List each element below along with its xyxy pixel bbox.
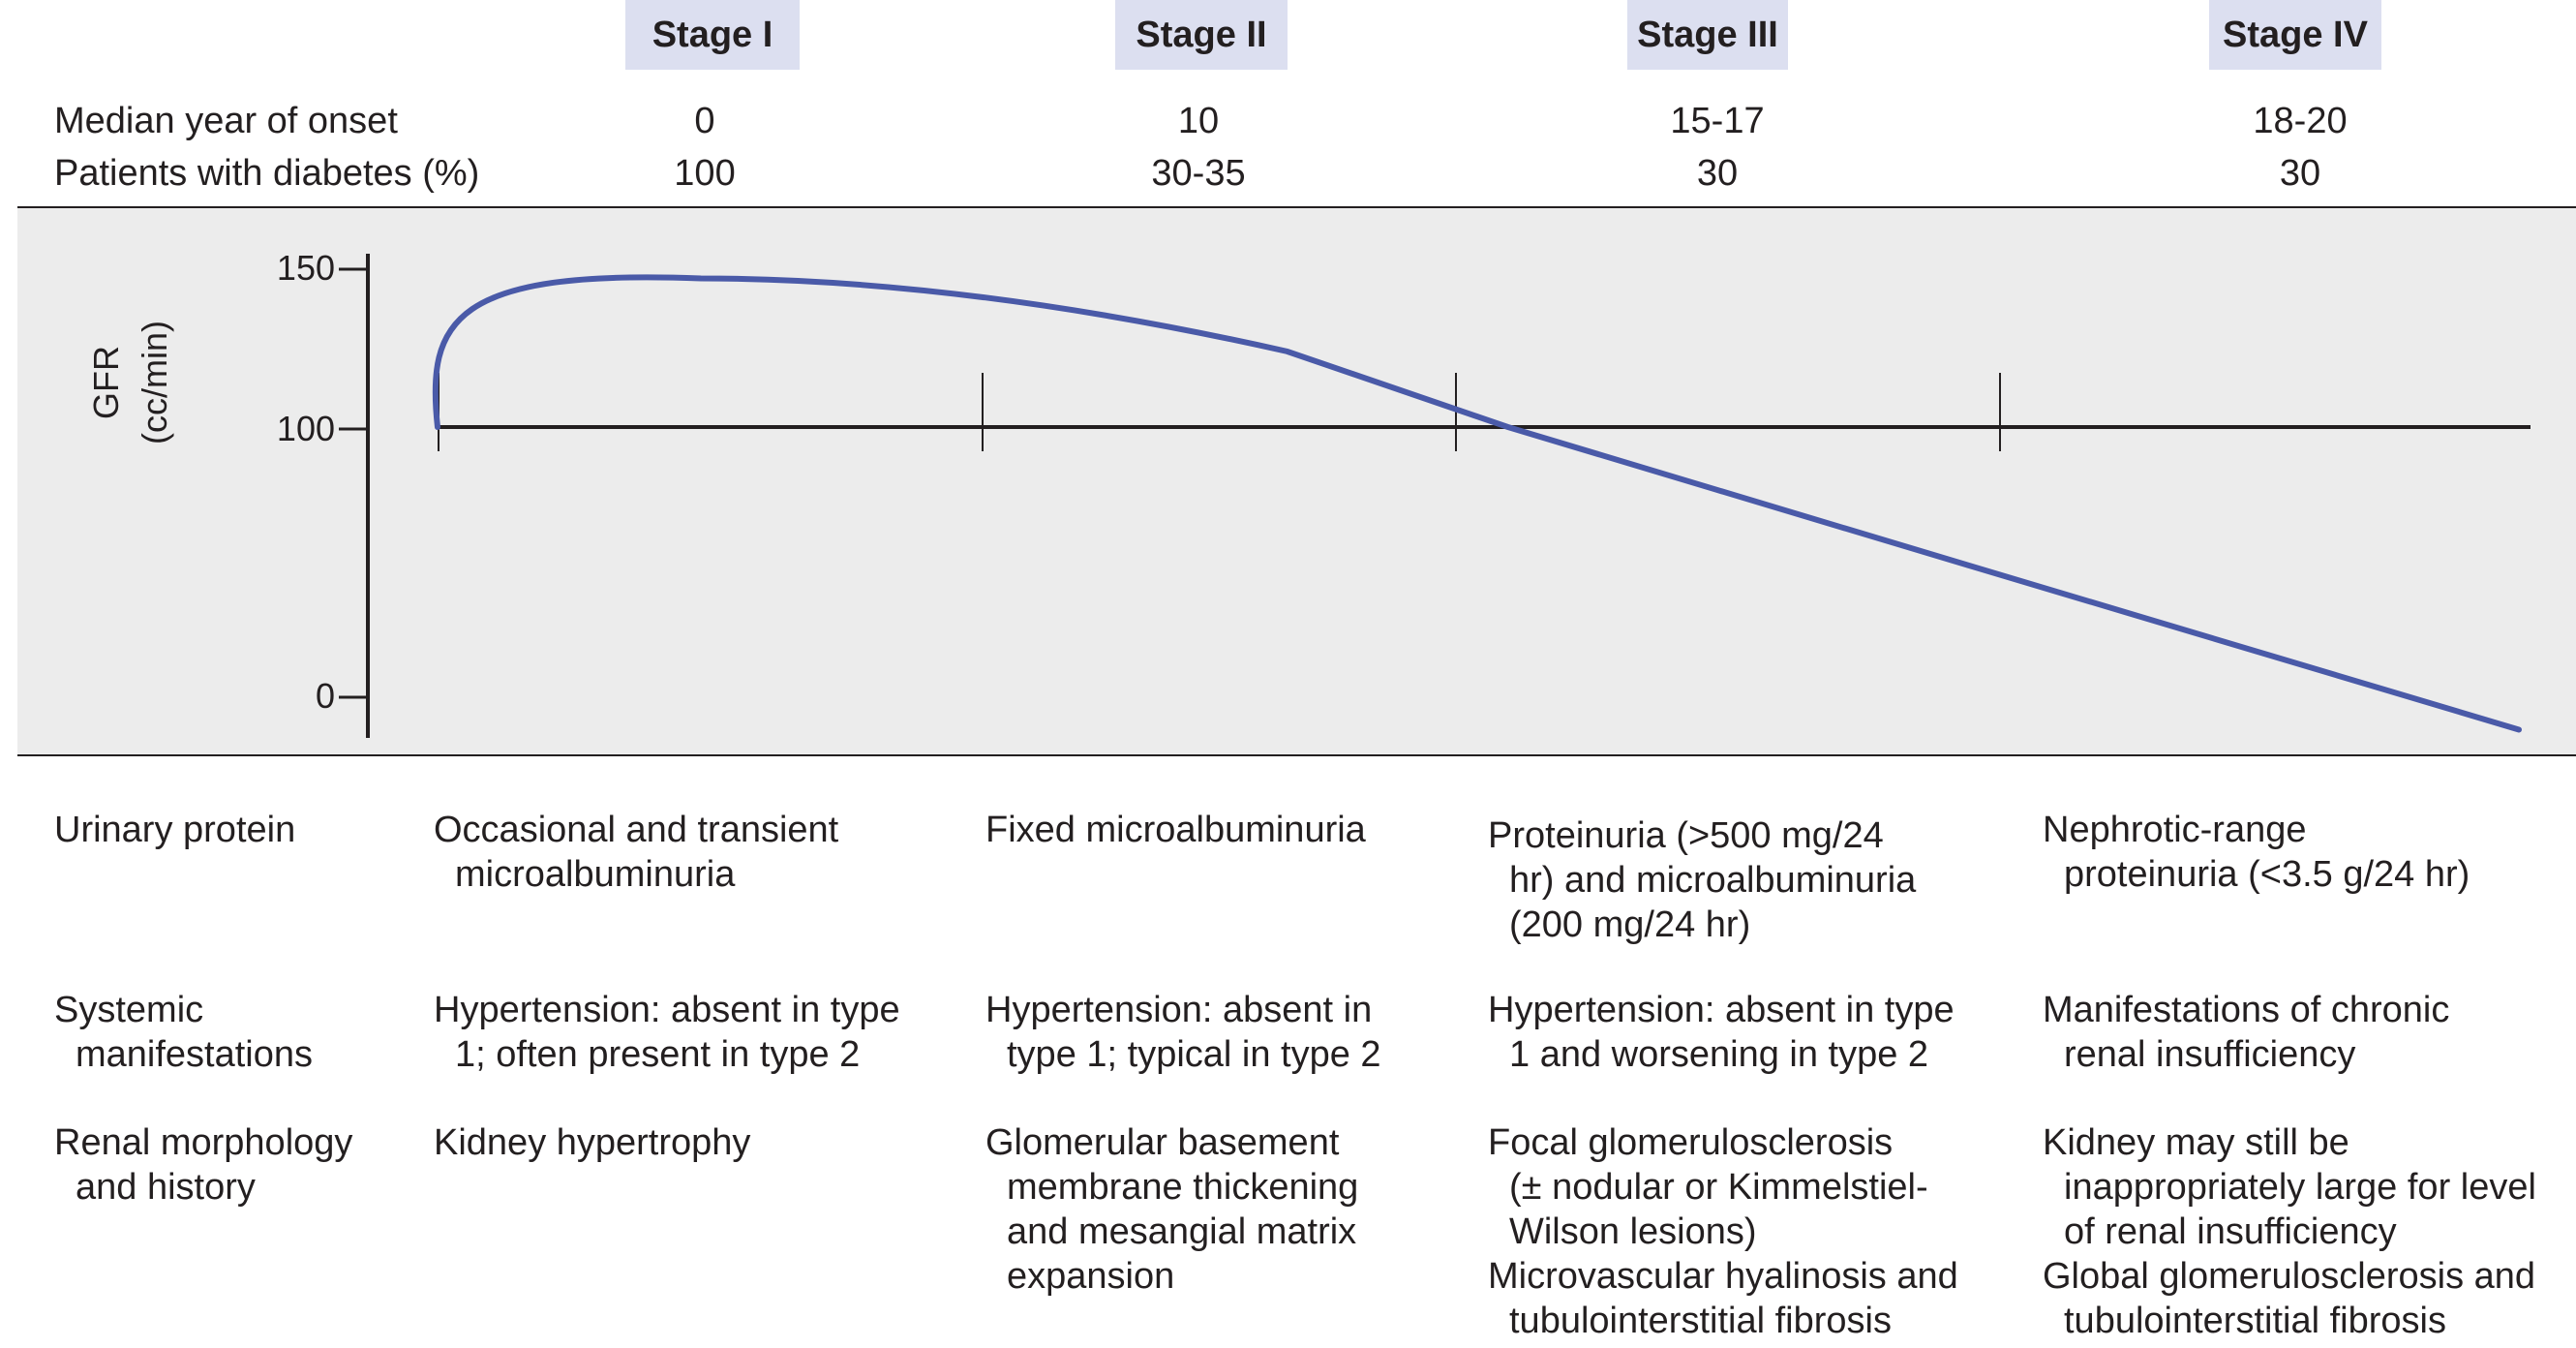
label-line: manifestations (76, 1034, 314, 1075)
cell-line: Hypertension: absent in type (434, 990, 900, 1030)
diabetes-stage-1: 100 (674, 153, 736, 194)
stage-4-header: Stage IV (2209, 0, 2381, 70)
label-line: and history (76, 1167, 256, 1208)
label-line: Renal morphology (54, 1122, 353, 1163)
cell-line: Kidney hypertrophy (434, 1122, 751, 1163)
stage-2-header: Stage II (1115, 0, 1288, 70)
cell-line: renal insufficiency (2064, 1034, 2356, 1075)
row-label-systemic: Systemic manifestations (54, 988, 313, 1077)
urinary-protein-stage-2: Fixed microalbuminuria (985, 808, 1366, 852)
cell-line: inappropriately large for level (2064, 1167, 2536, 1208)
cell-line: type 1; typical in type 2 (1007, 1034, 1381, 1075)
gfr-curve (432, 274, 2522, 733)
cell-line: (200 mg/24 hr) (1509, 904, 1751, 945)
systemic-stage-4: Manifestations of chronic renal insuffic… (2043, 988, 2449, 1077)
row-label-renal-morphology: Renal morphology and history (54, 1120, 352, 1210)
urinary-protein-stage-4: Nephrotic-range proteinuria (<3.5 g/24 h… (2043, 808, 2470, 897)
cell-line: Wilson lesions) (1509, 1211, 1757, 1252)
urinary-protein-stage-3: Proteinuria (>500 mg/24 hr) and microalb… (1488, 813, 1916, 947)
stage-1-header: Stage I (625, 0, 800, 70)
cell-line: Global glomerulosclerosis and (2043, 1256, 2536, 1297)
y-tick-label-150: 150 (276, 248, 335, 288)
systemic-stage-1: Hypertension: absent in type 1; often pr… (434, 988, 900, 1077)
bottom-rule (17, 754, 2576, 756)
systemic-stage-3: Hypertension: absent in type 1 and worse… (1488, 988, 1955, 1077)
onset-stage-1: 0 (694, 101, 715, 141)
onset-stage-3: 15-17 (1670, 101, 1765, 141)
diabetes-stage-2: 30-35 (1151, 153, 1246, 194)
cell-line: Fixed microalbuminuria (985, 810, 1366, 850)
cell-line: membrane thickening (1007, 1167, 1359, 1208)
urinary-protein-stage-1: Occasional and transient microalbuminuri… (434, 808, 838, 897)
label-line: Systemic (54, 990, 204, 1030)
systemic-stage-2: Hypertension: absent in type 1; typical … (985, 988, 1381, 1077)
morphology-stage-4: Kidney may still be inappropriately larg… (2043, 1120, 2536, 1343)
morphology-stage-2: Glomerular basement membrane thickening … (985, 1120, 1358, 1299)
cell-line: Microvascular hyalinosis and (1488, 1256, 1958, 1297)
top-rule (17, 206, 2576, 208)
row-label-diabetes: Patients with diabetes (%) (54, 153, 480, 194)
onset-stage-2: 10 (1177, 101, 1220, 141)
y-tick-label-0: 0 (315, 676, 335, 716)
morphology-stage-1: Kidney hypertrophy (434, 1120, 750, 1165)
cell-line: Focal glomerulosclerosis (1488, 1122, 1894, 1163)
onset-stage-4: 18-20 (2253, 101, 2348, 141)
stage-3-header: Stage III (1627, 0, 1788, 70)
cell-line: hr) and microalbuminuria (1509, 860, 1917, 901)
cell-line: Manifestations of chronic (2043, 990, 2450, 1030)
chart-background (17, 207, 2576, 755)
cell-line: and mesangial matrix (1007, 1211, 1357, 1252)
cell-line: Hypertension: absent in type (1488, 990, 1955, 1030)
label-line: Urinary protein (54, 810, 296, 850)
cell-line: 1 and worsening in type 2 (1509, 1034, 1929, 1075)
row-label-urinary-protein: Urinary protein (54, 808, 295, 852)
cell-line: Occasional and transient (434, 810, 839, 850)
cell-line: 1; often present in type 2 (455, 1034, 861, 1075)
cell-line: Nephrotic-range (2043, 810, 2307, 850)
diabetes-stage-4: 30 (2279, 153, 2321, 194)
cell-line: Glomerular basement (985, 1122, 1340, 1163)
cell-line: Kidney may still be (2043, 1122, 2349, 1163)
cell-line: (± nodular or Kimmelstiel- (1509, 1167, 1928, 1208)
cell-line: proteinuria (<3.5 g/24 hr) (2064, 854, 2470, 895)
y-tick-label-100: 100 (276, 409, 335, 448)
cell-line: of renal insufficiency (2064, 1211, 2397, 1252)
cell-line: tubulointerstitial fibrosis (2064, 1301, 2446, 1341)
cell-line: tubulointerstitial fibrosis (1509, 1301, 1892, 1341)
cell-line: microalbuminuria (455, 854, 736, 895)
cell-line: expansion (1007, 1256, 1175, 1297)
diabetes-stage-3: 30 (1696, 153, 1739, 194)
cell-line: Hypertension: absent in (985, 990, 1373, 1030)
row-label-onset: Median year of onset (54, 101, 398, 141)
cell-line: Proteinuria (>500 mg/24 (1488, 815, 1884, 856)
morphology-stage-3: Focal glomerulosclerosis (± nodular or K… (1488, 1120, 1958, 1343)
